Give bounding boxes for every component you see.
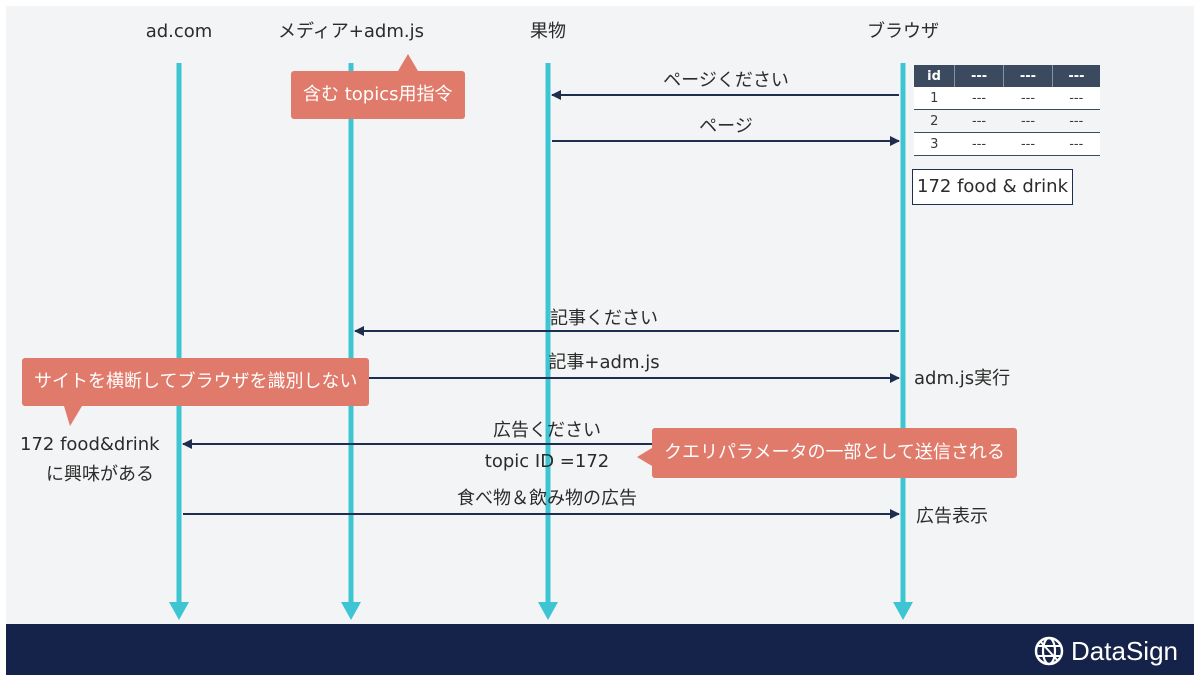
table-row: 2 --- --- --- — [914, 109, 1100, 133]
table-cell: --- — [1003, 109, 1053, 133]
table-cell: --- — [1052, 87, 1100, 110]
table-cell: --- — [954, 109, 1004, 133]
message-ad-request: 広告ください — [493, 420, 601, 441]
brand-name: DataSign — [1071, 635, 1178, 666]
brand: DataSign — [1033, 635, 1178, 667]
topics-table: id --- --- --- 1 --- --- --- 2 --- --- -… — [914, 65, 1100, 156]
lifeline-fruit — [538, 63, 558, 620]
table-cell: --- — [954, 132, 1004, 156]
table-cell: --- — [1003, 132, 1053, 156]
message-article-adm: 記事+adm.js — [548, 352, 660, 373]
note-ad-display: 広告表示 — [916, 506, 988, 527]
lifeline-label-browser: ブラウザ — [867, 21, 939, 42]
table-cell: --- — [954, 87, 1004, 110]
lifeline-label-fruit: 果物 — [530, 21, 566, 42]
lifeline-label-media: メディア+adm.js — [278, 21, 424, 42]
table-cell: --- — [1003, 87, 1053, 110]
table-row: 1 --- --- --- — [914, 87, 1100, 110]
callout-topics-directive: 含む topics用指令 — [291, 71, 465, 119]
topic-box: 172 food & drink — [912, 169, 1074, 205]
callout-pointer-query — [637, 448, 652, 466]
table-cell: 1 — [914, 87, 955, 110]
note-adm-exec: adm.js実行 — [914, 368, 1011, 389]
table-cell: --- — [1052, 109, 1100, 133]
topics-table-header: id --- --- --- — [914, 65, 1100, 87]
message-page: ページ — [699, 116, 753, 137]
lifeline-browser — [893, 63, 913, 620]
globe-icon — [1033, 635, 1065, 667]
lifeline-media — [341, 63, 361, 620]
callout-query-param: クエリパラメータの一部として送信される — [652, 428, 1017, 478]
note-interest-line2: に興味がある — [46, 464, 154, 485]
topics-header-cell: --- — [1052, 65, 1100, 87]
sequence-diagram — [64, 54, 913, 620]
topics-header-cell: id — [914, 65, 956, 87]
table-row: 3 --- --- --- — [914, 132, 1100, 156]
table-cell: 3 — [914, 132, 955, 156]
lifeline-label-adcom: ad.com — [145, 21, 213, 42]
table-cell: --- — [1052, 132, 1100, 156]
topics-header-cell: --- — [954, 65, 1005, 87]
slide: ad.com メディア+adm.js 果物 ブラウザ ページください ページ 記… — [6, 6, 1194, 675]
message-page-request: ページください — [663, 70, 789, 91]
note-interest-line1: 172 food&drink — [20, 434, 160, 455]
callout-pointer-no-identify — [64, 406, 82, 426]
lifeline-adcom — [169, 63, 189, 620]
topics-header-cell: --- — [1003, 65, 1053, 87]
callout-pointer-topics — [398, 54, 418, 71]
message-topic-id: topic ID =172 — [484, 451, 610, 472]
footer-bar: DataSign — [6, 624, 1194, 675]
message-article-request: 記事ください — [550, 308, 658, 329]
message-food-ad: 食べ物＆飲み物の広告 — [457, 488, 637, 509]
table-cell: 2 — [914, 109, 955, 133]
callout-no-identify: サイトを横断してブラウザを識別しない — [22, 358, 370, 406]
